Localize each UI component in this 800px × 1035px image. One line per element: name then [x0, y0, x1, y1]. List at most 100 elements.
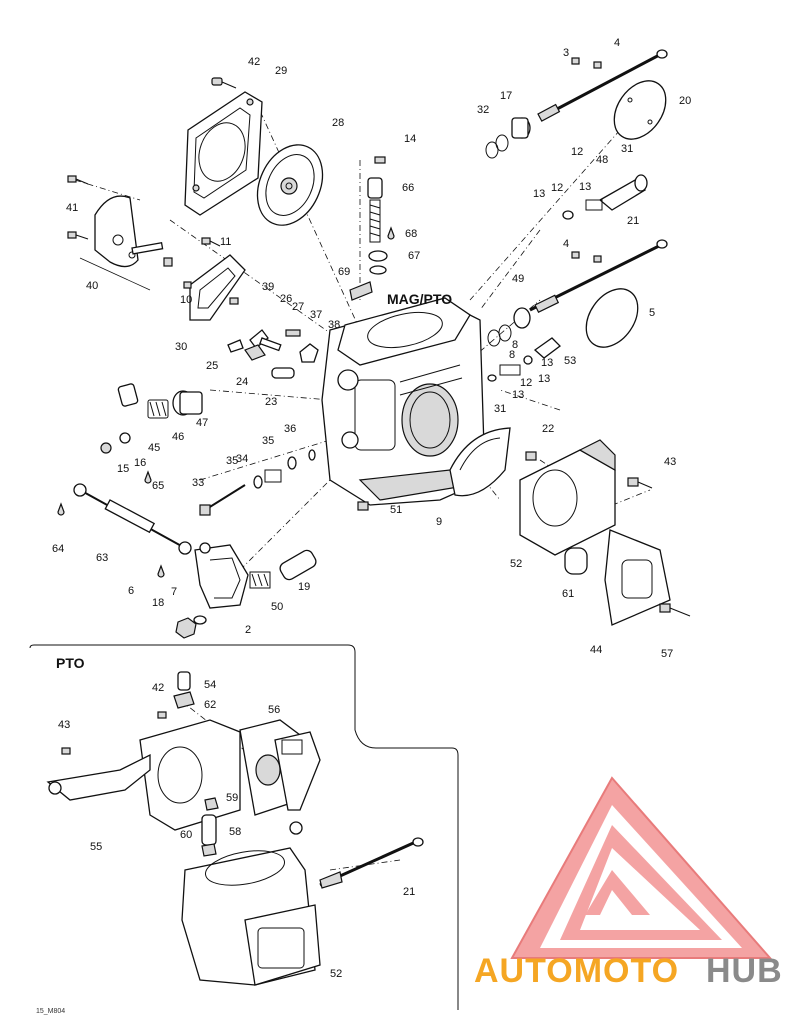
inset-part-number-55: 55: [90, 841, 102, 853]
part-number-6: 6: [128, 585, 134, 597]
part-number-39: 39: [262, 281, 274, 293]
part-number-4: 4: [614, 37, 620, 49]
diaphragm-28: [256, 144, 324, 226]
part-number-9: 9: [436, 516, 442, 528]
drawing-code: 15_M804: [36, 1008, 65, 1015]
part-number-32: 32: [477, 104, 489, 116]
part-number-42: 42: [248, 56, 260, 68]
part-number-44: 44: [590, 644, 602, 656]
inset-part-number-52: 52: [330, 968, 342, 980]
part-number-49: 49: [512, 273, 524, 285]
inset-part-number-56: 56: [268, 704, 280, 716]
shaft-21: [529, 239, 668, 348]
part-number-24: 24: [236, 376, 248, 388]
section-label-pto: PTO: [56, 655, 85, 671]
inset-part-number-59: 59: [226, 792, 238, 804]
part-number-57: 57: [661, 648, 673, 660]
part-number-28: 28: [332, 117, 344, 129]
part-number-12: 12: [571, 146, 583, 158]
screw-32-48: [562, 174, 648, 220]
part-number-21: 21: [627, 215, 639, 227]
part-number-27: 27: [292, 301, 304, 313]
part-number-50: 50: [271, 601, 283, 613]
part-number-61: 61: [562, 588, 574, 600]
part-number-19: 19: [298, 581, 310, 593]
part-number-64: 64: [52, 543, 64, 555]
part-number-33: 33: [192, 477, 204, 489]
part-number-35: 35: [262, 435, 274, 447]
part-number-67: 67: [408, 250, 420, 262]
gasket-9: [449, 427, 511, 497]
part-number-37: 37: [310, 309, 322, 321]
inset-part-number-43: 43: [58, 719, 70, 731]
part-number-29: 29: [275, 65, 287, 77]
part-number-40: 40: [86, 280, 98, 292]
part-number-65: 65: [152, 480, 164, 492]
part-number-17: 17: [500, 90, 512, 102]
spacer-61: [564, 547, 588, 575]
part-number-8: 8: [509, 349, 515, 361]
part-number-25: 25: [206, 360, 218, 372]
needle-66: [367, 156, 395, 275]
bushing-50: [279, 549, 317, 581]
part-number-68: 68: [405, 228, 417, 240]
part-number-10: 10: [180, 294, 192, 306]
part-number-22: 22: [542, 423, 554, 435]
inset-carburetor: [139, 719, 321, 835]
shaft-19: [537, 49, 668, 140]
throttle-lever-18: [194, 542, 249, 609]
fuel-fitting-45-47: [100, 383, 203, 454]
parts-49-53: [487, 307, 561, 382]
part-number-12: 12: [520, 377, 532, 389]
part-number-35: 35: [226, 455, 238, 467]
part-number-45: 45: [148, 442, 160, 454]
inset-lever-55: [46, 747, 151, 801]
part-number-46: 46: [172, 431, 184, 443]
section-label-mag-pto: MAG/PTO: [387, 291, 452, 307]
part-number-48: 48: [596, 154, 608, 166]
part-number-2: 2: [245, 624, 251, 636]
inset-part-number-42: 42: [152, 682, 164, 694]
screw-51: [357, 501, 369, 511]
part-number-20: 20: [679, 95, 691, 107]
part-number-66: 66: [402, 182, 414, 194]
bushing-20-17: [485, 117, 531, 159]
inset-part-number-54: 54: [204, 679, 216, 691]
part-number-14: 14: [404, 133, 416, 145]
part-number-labels: 4229281466686769414011103039262737382524…: [52, 37, 691, 980]
part-number-53: 53: [564, 355, 576, 367]
part-number-31: 31: [494, 403, 506, 415]
part-number-36: 36: [284, 423, 296, 435]
inset-part-number-60: 60: [180, 829, 192, 841]
part-number-4: 4: [563, 238, 569, 250]
labels: MAG/PTO PTO 15_M804: [36, 291, 452, 1015]
part-number-63: 63: [96, 552, 108, 564]
part-number-13: 13: [538, 373, 550, 385]
inset-carb-lower: [181, 837, 424, 986]
part-number-18: 18: [152, 597, 164, 609]
part-number-3: 3: [563, 47, 569, 59]
part-number-43: 43: [664, 456, 676, 468]
part-number-11: 11: [220, 236, 231, 248]
logo-text-orange: AUTOMOTO: [474, 952, 679, 990]
part-number-15: 15: [117, 463, 129, 475]
linkage-63: [57, 470, 192, 578]
inset-part-number-62: 62: [204, 699, 216, 711]
assembly-lines: [74, 99, 651, 871]
inset-frame: [29, 644, 459, 1010]
part-number-51: 51: [390, 504, 402, 516]
cover-40: [79, 195, 151, 291]
part-number-30: 30: [175, 341, 187, 353]
part-number-7: 7: [171, 586, 177, 598]
automotohub-logo: AUTOMOTO HUB: [474, 776, 783, 990]
screw-33: [199, 484, 246, 516]
part-number-47: 47: [196, 417, 208, 429]
bracket-44: [604, 529, 691, 626]
part-number-13: 13: [533, 188, 545, 200]
part-number-5: 5: [649, 307, 655, 319]
screws-41: [67, 175, 89, 240]
logo-text-gray: HUB: [706, 952, 783, 990]
pin-40: [131, 242, 173, 267]
screw-42: [211, 77, 237, 89]
